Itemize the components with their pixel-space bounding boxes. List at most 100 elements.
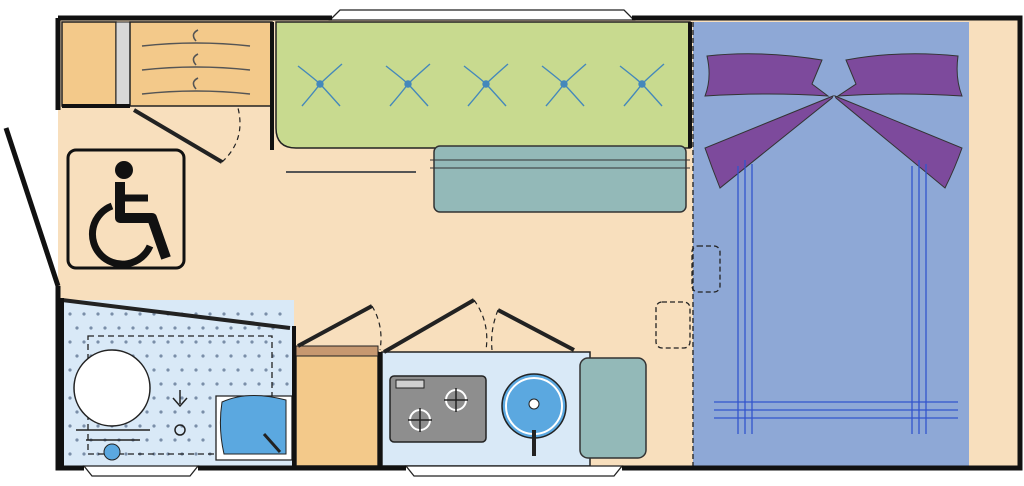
kitchen-door-left[interactable]: [382, 298, 476, 354]
tile-dot: [82, 452, 86, 456]
tile-dot: [222, 368, 226, 372]
tile-dot: [285, 382, 289, 386]
wardrobe: [61, 21, 273, 164]
tile-dot: [159, 382, 163, 386]
cushion-pattern: [297, 63, 665, 107]
tile-dot: [82, 312, 86, 316]
tile-dot: [166, 424, 170, 428]
tile-dot: [173, 354, 177, 358]
tile-dot: [278, 368, 282, 372]
tile-dot: [250, 312, 254, 316]
bedspread: [704, 53, 963, 189]
bottom-window-left: [82, 465, 200, 477]
entrance-door[interactable]: [3, 127, 61, 287]
tile-dot: [201, 354, 205, 358]
tile-dot: [110, 312, 114, 316]
tile-dot: [187, 410, 191, 414]
tile-dot: [159, 326, 163, 330]
tile-dot: [103, 326, 107, 330]
tile-dot: [159, 438, 163, 442]
tile-dot: [278, 312, 282, 316]
tile-dot: [285, 354, 289, 358]
outer-walls: [3, 15, 1023, 471]
tile-dot: [236, 340, 240, 344]
tile-dot: [68, 368, 72, 372]
tile-dot: [166, 368, 170, 372]
tile-dot: [229, 326, 233, 330]
teal-cushion: [433, 145, 687, 213]
tile-dot: [75, 354, 79, 358]
tile-dot: [180, 396, 184, 400]
tile-dot: [201, 326, 205, 330]
tile-dot: [257, 354, 261, 358]
tile-dot: [187, 438, 191, 442]
partition-walls: [60, 22, 692, 466]
tile-dot: [145, 326, 149, 330]
basin-icon: [215, 394, 293, 461]
tile-dot: [68, 424, 72, 428]
tile-dot: [110, 340, 114, 344]
tile-dot: [215, 326, 219, 330]
tile-dot: [201, 410, 205, 414]
tile-dot: [124, 340, 128, 344]
tile-dot: [229, 382, 233, 386]
tile-dot: [124, 452, 128, 456]
tile-dot: [236, 312, 240, 316]
tile-dot: [159, 410, 163, 414]
tile-dot: [145, 410, 149, 414]
tile-dot: [208, 424, 212, 428]
tile-dot: [250, 368, 254, 372]
tile-dot: [96, 340, 100, 344]
tile-dot: [75, 326, 79, 330]
wheelchair-icon: [66, 148, 186, 270]
tile-dot: [68, 396, 72, 400]
tile-dot: [215, 354, 219, 358]
tile-dot: [159, 354, 163, 358]
wardrobe-door[interactable]: [132, 108, 224, 164]
cabinet-door[interactable]: [297, 304, 373, 348]
tile-dot: [152, 340, 156, 344]
tile-dot: [68, 340, 72, 344]
tile-dot: [124, 424, 128, 428]
tile-dot: [180, 340, 184, 344]
tile-dot: [82, 424, 86, 428]
kitchen-counter: [381, 298, 591, 467]
tile-dot: [187, 382, 191, 386]
tile-dot: [173, 410, 177, 414]
tile-dot: [215, 382, 219, 386]
tile-dot: [173, 438, 177, 442]
tile-dot: [243, 382, 247, 386]
tile-dot: [166, 396, 170, 400]
storage-cabinet: [295, 304, 382, 467]
pillow-outline: [691, 245, 721, 293]
kitchen-door-right[interactable]: [497, 308, 575, 352]
tile-dot: [236, 368, 240, 372]
tile-dot: [96, 312, 100, 316]
tile-dot: [201, 382, 205, 386]
tile-dot: [208, 340, 212, 344]
coat-hanger-icon: [141, 29, 251, 95]
double-bed: [691, 22, 1017, 466]
tile-dot: [117, 326, 121, 330]
tile-dot: [194, 452, 198, 456]
bed-stripes: [714, 160, 958, 434]
tile-dot: [152, 396, 156, 400]
tile-dot: [138, 340, 142, 344]
bottom-window-right: [404, 465, 624, 477]
tile-dot: [222, 340, 226, 344]
tile-dot: [173, 382, 177, 386]
dashed-seat-outline: [655, 301, 691, 349]
tile-dot: [145, 354, 149, 358]
tile-dot: [166, 340, 170, 344]
tile-dot: [243, 326, 247, 330]
tile-dot: [82, 340, 86, 344]
tile-dot: [138, 312, 142, 316]
bathroom: [61, 298, 294, 466]
tile-dot: [264, 368, 268, 372]
tile-dot: [75, 438, 79, 442]
drain-arrow-icon: [172, 390, 188, 436]
tile-dot: [96, 424, 100, 428]
tile-dot: [264, 312, 268, 316]
tile-dot: [257, 382, 261, 386]
toilet-icon: [73, 349, 151, 461]
